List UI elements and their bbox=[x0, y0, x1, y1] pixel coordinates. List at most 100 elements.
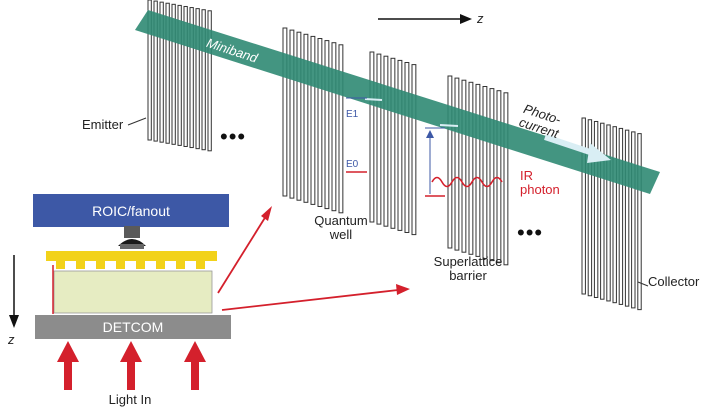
barrier-stripe bbox=[587, 119, 593, 297]
barrier-stripe bbox=[369, 51, 375, 223]
ellipsis-left: ••• bbox=[220, 124, 247, 149]
barrier-stripe bbox=[489, 88, 495, 262]
barrier-stripe bbox=[201, 9, 206, 151]
ir-photon-label-line1: IR bbox=[520, 168, 533, 183]
barrier-stripe bbox=[189, 7, 194, 149]
barrier-stripe bbox=[637, 133, 642, 311]
barrier-stripe bbox=[404, 62, 410, 233]
barrier-stripe bbox=[324, 40, 330, 210]
barrier-stripe bbox=[310, 35, 316, 205]
barrier-stripe bbox=[468, 81, 474, 255]
gold-contact-tooth bbox=[156, 258, 165, 269]
level-e0-label: E0 bbox=[346, 159, 359, 170]
axis-z-left-label: z bbox=[8, 332, 15, 347]
barrier-stripe bbox=[376, 53, 382, 225]
barrier-stripe bbox=[390, 57, 396, 229]
quantum-well-label-line2: well bbox=[329, 227, 353, 242]
barrier-stripe bbox=[331, 42, 337, 212]
superlattice-label-line1: Superlattice bbox=[433, 254, 503, 269]
zoom-arrowhead-quantum-well bbox=[261, 206, 272, 221]
emitter-leader bbox=[127, 117, 147, 126]
gold-contact-teeth bbox=[56, 258, 205, 269]
barrier-stripe bbox=[147, 0, 152, 141]
barrier-stripe bbox=[183, 5, 188, 147]
barrier-stripe bbox=[171, 3, 176, 145]
zoom-arrowhead-barrier bbox=[396, 284, 410, 295]
axis-z-top-label: z bbox=[477, 11, 484, 26]
quantum-well-label: Quantum well bbox=[306, 214, 376, 242]
collector-label: Collector bbox=[648, 274, 700, 289]
miniband-band bbox=[135, 10, 660, 194]
barrier-stripe bbox=[475, 83, 481, 257]
gold-contact-tooth bbox=[56, 258, 65, 269]
roic-label: ROIC/fanout bbox=[92, 203, 170, 219]
barrier-stripe bbox=[165, 2, 170, 144]
detcom-layer bbox=[35, 315, 231, 339]
barrier-stripe bbox=[383, 55, 389, 227]
photocurrent-arrow bbox=[544, 134, 597, 157]
barrier-stripe bbox=[624, 129, 630, 307]
roic-fanout-box bbox=[33, 194, 229, 227]
barrier-stripe bbox=[606, 124, 611, 302]
gold-contact-tooth bbox=[116, 258, 125, 269]
up-arrow-icon bbox=[120, 341, 142, 390]
electron-arrow-2 bbox=[439, 124, 459, 127]
barrier-stripe bbox=[153, 0, 158, 142]
barrier-stripe bbox=[159, 1, 164, 143]
barrier-stripe bbox=[289, 29, 295, 199]
gold-contact-tooth bbox=[96, 258, 105, 269]
gold-contact-tooth bbox=[136, 258, 145, 269]
ir-photon-wave bbox=[431, 176, 503, 188]
superlattice-barrier-label: Superlattice barrier bbox=[418, 255, 518, 283]
indium-bump-top bbox=[124, 226, 140, 238]
emitter-label: Emitter bbox=[82, 117, 124, 132]
ir-photon-label: IR photon bbox=[520, 169, 560, 197]
superlattice-stripes bbox=[147, 0, 642, 311]
up-arrow-icon bbox=[184, 341, 206, 390]
gold-contact-tooth bbox=[176, 258, 185, 269]
z-axis-top-arrowhead bbox=[460, 14, 472, 24]
barrier-stripe bbox=[581, 117, 586, 295]
detcom-label: DETCOM bbox=[102, 319, 164, 335]
quantum-well-label-line1: Quantum bbox=[314, 213, 368, 228]
contact-pad bbox=[120, 244, 144, 249]
barrier-stripe bbox=[618, 127, 624, 305]
barrier-stripe bbox=[338, 44, 344, 214]
barrier-stripe bbox=[593, 120, 599, 298]
electron-arrow-1 bbox=[364, 98, 383, 101]
gold-contact-layer bbox=[46, 251, 217, 261]
active-layer bbox=[53, 270, 213, 314]
barrier-stripe bbox=[317, 38, 323, 207]
ellipsis-right: ••• bbox=[517, 220, 544, 245]
barrier-stripe bbox=[447, 75, 453, 249]
barrier-stripe bbox=[282, 27, 288, 197]
barrier-stripe bbox=[461, 79, 467, 253]
photocurrent-arrowhead bbox=[587, 143, 611, 163]
level-e1-label: E1 bbox=[346, 109, 359, 120]
barrier-stripe bbox=[503, 92, 509, 266]
barrier-stripe bbox=[600, 122, 605, 300]
collector-leader bbox=[637, 281, 649, 287]
barrier-stripe bbox=[397, 59, 403, 231]
gold-contact-tooth bbox=[76, 258, 85, 269]
barrier-stripe bbox=[195, 8, 200, 150]
barrier-stripe bbox=[454, 77, 460, 251]
ir-photon-label-line2: photon bbox=[520, 182, 560, 197]
up-arrow-icon bbox=[57, 341, 79, 390]
barrier-stripe bbox=[612, 126, 617, 304]
barrier-stripe bbox=[207, 10, 212, 152]
barrier-stripe bbox=[482, 86, 488, 259]
barrier-stripe bbox=[496, 90, 502, 264]
excitation-arrowhead bbox=[426, 130, 434, 138]
zoom-arrow-barrier bbox=[221, 289, 399, 311]
barrier-stripe bbox=[303, 33, 309, 203]
barrier-stripe bbox=[631, 131, 636, 309]
gold-contact-tooth bbox=[196, 258, 205, 269]
light-in-label: Light In bbox=[108, 392, 152, 407]
barrier-stripe bbox=[296, 31, 302, 201]
superlattice-label-line2: barrier bbox=[449, 268, 487, 283]
z-axis-left-arrowhead bbox=[9, 315, 19, 328]
zoom-arrow-quantum-well bbox=[217, 215, 267, 294]
barrier-stripe bbox=[177, 4, 182, 146]
